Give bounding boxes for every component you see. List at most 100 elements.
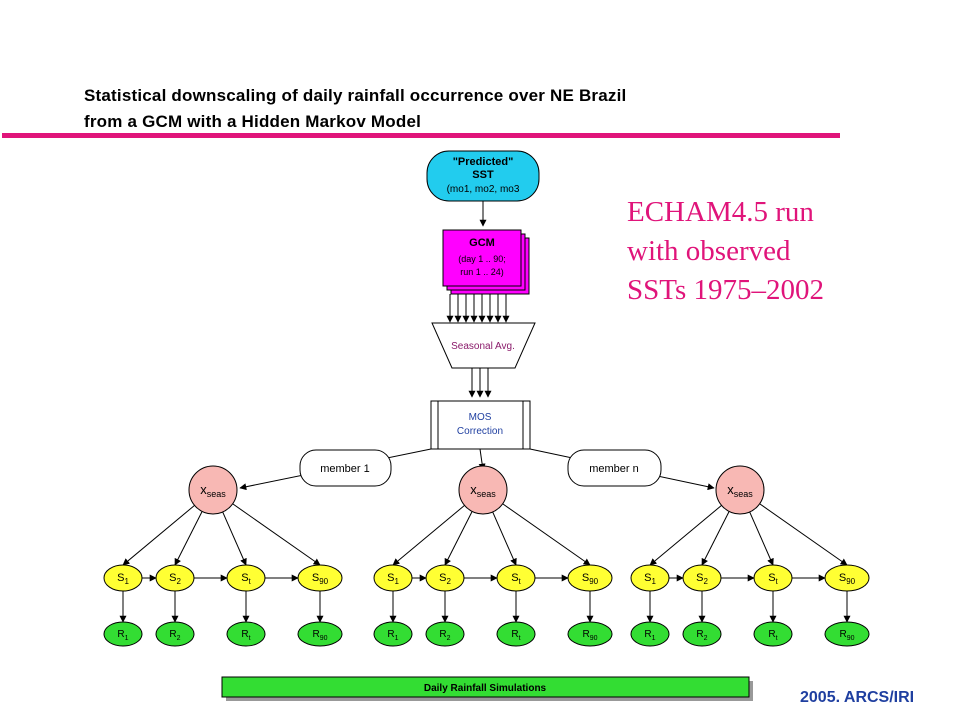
echam-line-1: ECHAM4.5 run xyxy=(627,196,814,228)
state-node: St xyxy=(753,564,793,592)
xseas-label: xseas xyxy=(470,482,496,499)
member-n-node: member n xyxy=(567,449,662,487)
rain-node: R90 xyxy=(297,621,343,647)
state-label: S2 xyxy=(439,572,451,586)
member-n-label: member n xyxy=(589,463,639,475)
state-label: S90 xyxy=(312,572,329,586)
daily-rainfall-simulations-bar: Daily Rainfall Simulations xyxy=(221,676,753,701)
rain-label: R1 xyxy=(644,629,655,642)
sst-label-line-3: (mo1, mo2, mo3 xyxy=(447,184,520,195)
xseas-to-state-arrow xyxy=(749,511,774,566)
state-label: St xyxy=(768,572,778,586)
avg-to-mos-arrows xyxy=(468,368,492,398)
state-label: S2 xyxy=(696,572,708,586)
state-node: St xyxy=(226,564,266,592)
xseas-to-state-arrow xyxy=(122,504,195,566)
gcm-label-line-2: (day 1 .. 90; xyxy=(458,254,506,264)
rain-label: R2 xyxy=(169,629,180,642)
state-node: S90 xyxy=(567,564,613,592)
sst-label-line-1: "Predicted" xyxy=(453,156,514,168)
xseas-label: xseas xyxy=(200,482,226,499)
rain-node: R2 xyxy=(682,621,722,647)
seasonal-avg-label: Seasonal Avg. xyxy=(451,341,515,352)
slide-title: Statistical downscaling of daily rainfal… xyxy=(84,83,844,135)
state-label: S1 xyxy=(117,572,129,586)
state-node: S1 xyxy=(630,564,670,592)
xseas-to-state-arrow xyxy=(492,511,517,566)
xseas-to-state-arrow xyxy=(174,511,203,566)
mos-label-line-2: Correction xyxy=(457,426,503,437)
slide-title-line-1: Statistical downscaling of daily rainfal… xyxy=(84,86,627,105)
xseas-label: xseas xyxy=(727,482,753,499)
state-node: St xyxy=(496,564,536,592)
footer-credit: 2005. ARCS/IRI xyxy=(800,689,915,706)
state-label: St xyxy=(511,572,521,586)
state-label: S1 xyxy=(387,572,399,586)
rain-node: R1 xyxy=(630,621,670,647)
state-label: S90 xyxy=(582,572,599,586)
rain-node: R2 xyxy=(155,621,195,647)
simulations-label: Daily Rainfall Simulations xyxy=(424,683,547,694)
gcm-label-line-3: run 1 .. 24) xyxy=(460,267,504,277)
title-underline xyxy=(2,133,840,138)
state-node: S2 xyxy=(155,564,195,592)
seasonal-avg-node: Seasonal Avg. xyxy=(431,322,536,369)
mos-label-line-1: MOS xyxy=(469,412,492,423)
xseas-to-state-arrow xyxy=(701,511,730,566)
rain-label: R1 xyxy=(387,629,398,642)
state-node: S2 xyxy=(682,564,722,592)
rain-label: Rt xyxy=(768,629,777,642)
xseas-to-state-arrow xyxy=(222,511,247,566)
xseas-node: xseas xyxy=(715,465,765,515)
state-node: S90 xyxy=(824,564,870,592)
echam-line-3: SSTs 1975–2002 xyxy=(627,274,824,306)
rain-label: R90 xyxy=(312,629,327,642)
xseas-to-state-arrow xyxy=(232,503,321,566)
state-label: S90 xyxy=(839,572,856,586)
gcm-node: GCM (day 1 .. 90; run 1 .. 24) xyxy=(442,229,530,295)
xseas-to-state-arrow xyxy=(649,504,722,566)
state-node: S1 xyxy=(103,564,143,592)
xseas-to-state-arrow xyxy=(759,503,848,566)
xseas-node: xseas xyxy=(188,465,238,515)
state-node: S2 xyxy=(425,564,465,592)
rain-label: Rt xyxy=(241,629,250,642)
echam-line-2: with observed xyxy=(627,235,791,267)
slide-title-line-2: from a GCM with a Hidden Markov Model xyxy=(84,112,422,131)
state-label: S1 xyxy=(644,572,656,586)
member-1-node: member 1 xyxy=(299,449,392,487)
sst-label-line-2: SST xyxy=(472,169,494,181)
rain-node: Rt xyxy=(496,621,536,647)
state-node: S90 xyxy=(297,564,343,592)
gcm-label-line-1: GCM xyxy=(469,237,495,249)
state-label: St xyxy=(241,572,251,586)
rain-label: R90 xyxy=(582,629,597,642)
rain-label: R1 xyxy=(117,629,128,642)
rain-node: Rt xyxy=(753,621,793,647)
rain-node: R90 xyxy=(567,621,613,647)
rain-label: Rt xyxy=(511,629,520,642)
mos-correction-node: MOS Correction xyxy=(430,400,531,450)
state-label: S2 xyxy=(169,572,181,586)
xseas-node: xseas xyxy=(458,465,508,515)
rain-label: R90 xyxy=(839,629,854,642)
echam-annotation: ECHAM4.5 run with observed SSTs 1975–200… xyxy=(627,193,857,310)
rain-node: R90 xyxy=(824,621,870,647)
gcm-to-avg-arrows xyxy=(446,294,510,323)
rain-label: R2 xyxy=(439,629,450,642)
rain-node: R2 xyxy=(425,621,465,647)
rain-label: R2 xyxy=(696,629,707,642)
state-node: S1 xyxy=(373,564,413,592)
xseas-to-state-arrow xyxy=(392,504,465,566)
predicted-sst-node: "Predicted" SST (mo1, mo2, mo3 xyxy=(426,150,540,202)
xseas-to-state-arrow xyxy=(444,511,473,566)
member-1-label: member 1 xyxy=(320,463,370,475)
rain-node: R1 xyxy=(103,621,143,647)
rain-node: R1 xyxy=(373,621,413,647)
xseas-to-state-arrow xyxy=(502,503,591,566)
